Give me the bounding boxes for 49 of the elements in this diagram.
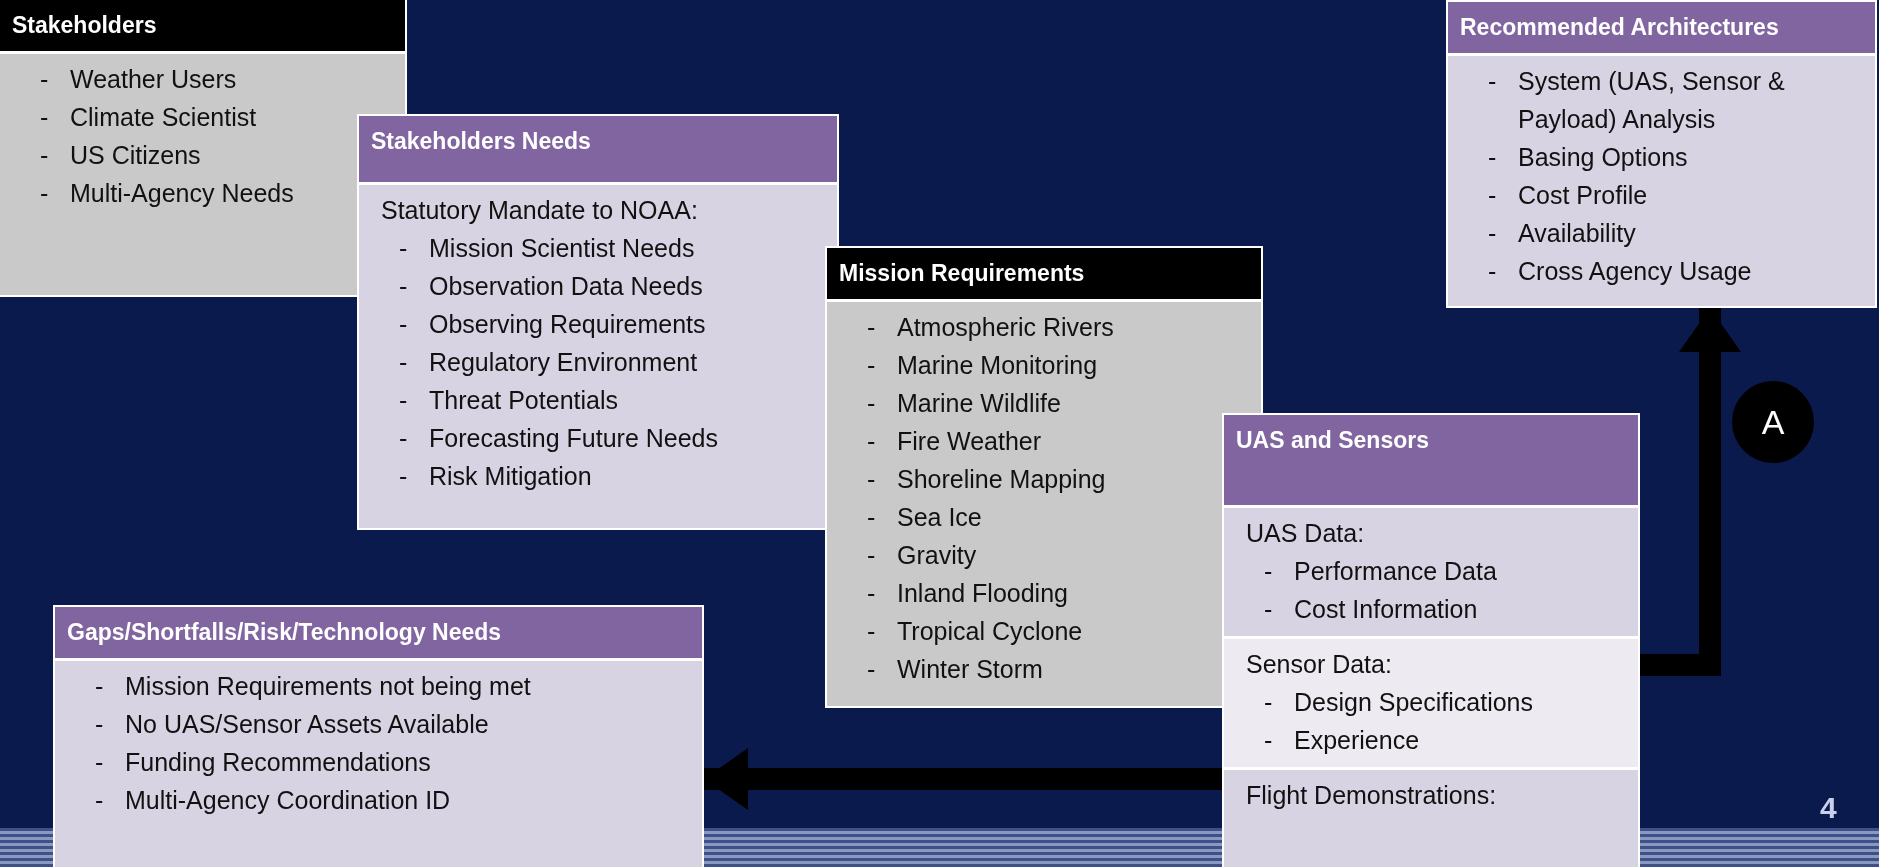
list-item: - Availability xyxy=(1487,218,1637,249)
box-heading: Stakeholders xyxy=(0,0,405,51)
list-item: - Cost Information xyxy=(1263,594,1479,625)
list-item: - Cross Agency Usage xyxy=(1487,256,1753,287)
list-item: - Marine Monitoring xyxy=(866,350,1099,381)
section-heading: Sensor Data: xyxy=(1246,649,1393,680)
list-item: - Threat Potentials xyxy=(398,385,619,416)
box-heading: Stakeholders Needs xyxy=(359,116,837,182)
list-item: - Funding Recommendations xyxy=(94,747,432,778)
list-item: - Basing Options xyxy=(1487,142,1689,173)
list-item: - Marine Wildlife xyxy=(866,388,1062,419)
list-item: - Experience xyxy=(1263,725,1421,756)
box-heading: Mission Requirements xyxy=(827,248,1261,299)
circle-badge: A xyxy=(1732,381,1814,463)
text-box xyxy=(53,605,704,867)
list-item: - Mission Requirements not being met xyxy=(94,671,532,702)
section-heading: Statutory Mandate to NOAA: xyxy=(381,195,699,226)
box-heading: Recommended Architectures xyxy=(1448,2,1875,53)
section-heading: Flight Demonstrations: xyxy=(1246,780,1498,811)
page-number: 4 xyxy=(1820,792,1837,824)
list-item: - Shoreline Mapping xyxy=(866,464,1107,495)
list-item: - Observation Data Needs xyxy=(398,271,704,302)
list-item: - Climate Scientist xyxy=(39,102,258,133)
text-box xyxy=(357,114,839,530)
list-item: - Performance Data xyxy=(1263,556,1498,587)
list-item: - Winter Storm xyxy=(866,654,1044,685)
arrow xyxy=(704,748,1222,810)
list-item: - Multi-Agency Needs xyxy=(39,178,295,209)
list-item: - Regulatory Environment xyxy=(398,347,699,378)
list-item: - Gravity xyxy=(866,540,978,571)
list-item: - Atmospheric Rivers xyxy=(866,312,1115,343)
box-heading: Gaps/Shortfalls/Risk/Technology Needs xyxy=(55,607,702,658)
list-item: - Mission Scientist Needs xyxy=(398,233,696,264)
list-item: - Design Specifications xyxy=(1263,687,1534,718)
text-box xyxy=(1446,0,1877,308)
list-item: - Forecasting Future Needs xyxy=(398,423,720,454)
box-heading: UAS and Sensors xyxy=(1224,415,1638,505)
list-item: - Weather Users xyxy=(39,64,238,95)
list-item: - Cost Profile xyxy=(1487,180,1649,211)
list-item: - No UAS/Sensor Assets Available xyxy=(94,709,490,740)
section-heading: UAS Data: xyxy=(1246,518,1366,549)
list-item: - Tropical Cyclone xyxy=(866,616,1084,647)
list-item: - Inland Flooding xyxy=(866,578,1069,609)
list-item: - Sea Ice xyxy=(866,502,983,533)
text-box xyxy=(1222,413,1640,867)
list-item: - System (UAS, Sensor & Payload) Analysis xyxy=(1487,66,1786,135)
list-item: - Risk Mitigation xyxy=(398,461,593,492)
list-item: - Observing Requirements xyxy=(398,309,707,340)
list-item: - Multi-Agency Coordination ID xyxy=(94,785,452,816)
